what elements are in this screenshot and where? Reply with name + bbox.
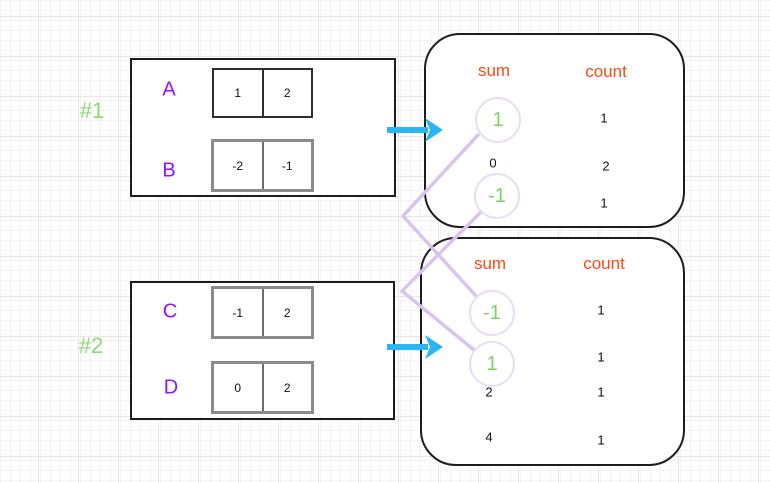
group1-label: #1 xyxy=(79,98,105,123)
result2-count-value-0: 1 xyxy=(597,302,605,318)
row-label-b: B xyxy=(162,159,176,182)
result2-sum-value-2: 2 xyxy=(485,384,493,400)
array-b-cell-1: -1 xyxy=(261,142,312,189)
result-box-1 xyxy=(424,33,685,228)
result1-count-header: count xyxy=(585,62,627,81)
result2-sum-highlight-neg1: -1 xyxy=(469,290,515,336)
group2-label: #2 xyxy=(78,333,104,358)
array-a-cell-0: 1 xyxy=(234,86,242,100)
result1-count-value-2: 1 xyxy=(600,195,608,211)
result2-sum-highlight-1: 1 xyxy=(469,341,515,387)
result2-sum-value-0: -1 xyxy=(483,301,501,324)
result2-count-value-1: 1 xyxy=(597,349,605,365)
result2-count-header: count xyxy=(583,254,625,273)
array-a-cell-1: 2 xyxy=(261,70,312,116)
array-b: -2 -1 xyxy=(211,139,314,192)
result2-count-value-2: 1 xyxy=(597,384,605,400)
result1-count-value-1: 2 xyxy=(602,158,610,174)
result1-sum-highlight-1: 1 xyxy=(475,97,521,143)
array-c-cell-0: -1 xyxy=(232,305,244,320)
array-b-cell-0: -2 xyxy=(232,158,244,173)
result1-sum-value-1: 0 xyxy=(489,155,497,171)
result2-sum-value-1: 1 xyxy=(486,352,498,375)
array-c: -1 2 xyxy=(211,286,314,339)
result2-sum-header: sum xyxy=(473,254,507,273)
array-d-cell-1: 2 xyxy=(261,364,312,411)
result1-sum-value-0: 1 xyxy=(492,108,504,131)
result1-sum-highlight-neg1: -1 xyxy=(474,173,520,219)
array-d: 0 2 xyxy=(211,361,314,414)
array-c-cell-1: 2 xyxy=(261,289,312,336)
result2-sum-value-3: 4 xyxy=(485,429,493,445)
array-d-cell-0: 0 xyxy=(234,380,242,395)
row-label-d: D xyxy=(163,376,179,399)
row-label-c: C xyxy=(162,300,178,323)
result-box-2 xyxy=(420,237,685,466)
result1-count-value-0: 1 xyxy=(600,110,608,126)
result2-count-value-3: 1 xyxy=(597,432,605,448)
array-a: 1 2 xyxy=(212,68,313,118)
result1-sum-header: sum xyxy=(477,61,511,80)
row-label-a: A xyxy=(162,78,176,101)
result1-sum-value-2: -1 xyxy=(488,184,506,207)
